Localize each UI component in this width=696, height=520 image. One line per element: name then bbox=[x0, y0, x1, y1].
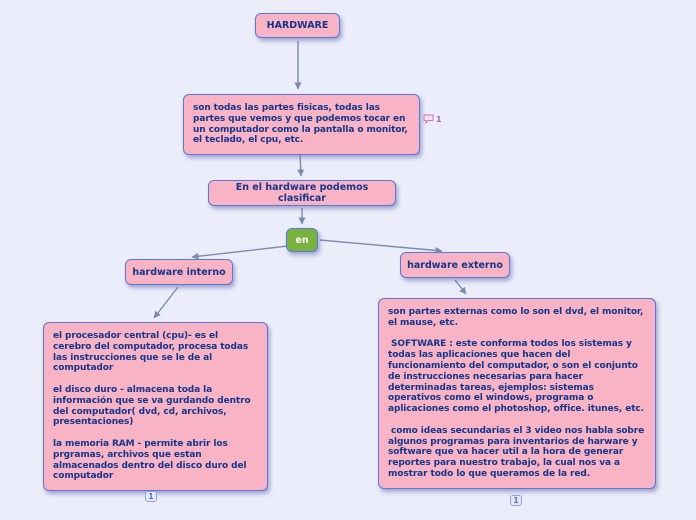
comment-bubble-icon bbox=[423, 114, 434, 124]
comment-indicator[interactable]: 1 bbox=[423, 114, 442, 124]
node-hardware-root[interactable]: HARDWARE bbox=[255, 13, 340, 38]
node-hardware-externo-detail[interactable]: son partes externas como lo son el dvd, … bbox=[378, 298, 656, 489]
node-hardware-interno-detail[interactable]: el procesador central (cpu)- es el cereb… bbox=[43, 322, 268, 492]
node-hardware-interno[interactable]: hardware interno bbox=[125, 259, 233, 285]
node-connector-en[interactable]: en bbox=[286, 228, 318, 252]
node-hardware-definition[interactable]: son todas las partes fisicas, todas las … bbox=[183, 94, 420, 156]
comment-count: 1 bbox=[436, 114, 442, 124]
note-badge-interno[interactable]: 1 bbox=[145, 491, 157, 502]
node-hardware-externo[interactable]: hardware externo bbox=[400, 252, 510, 278]
node-classify[interactable]: En el hardware podemos clasificar bbox=[208, 180, 396, 206]
note-badge-externo[interactable]: 1 bbox=[510, 495, 522, 506]
